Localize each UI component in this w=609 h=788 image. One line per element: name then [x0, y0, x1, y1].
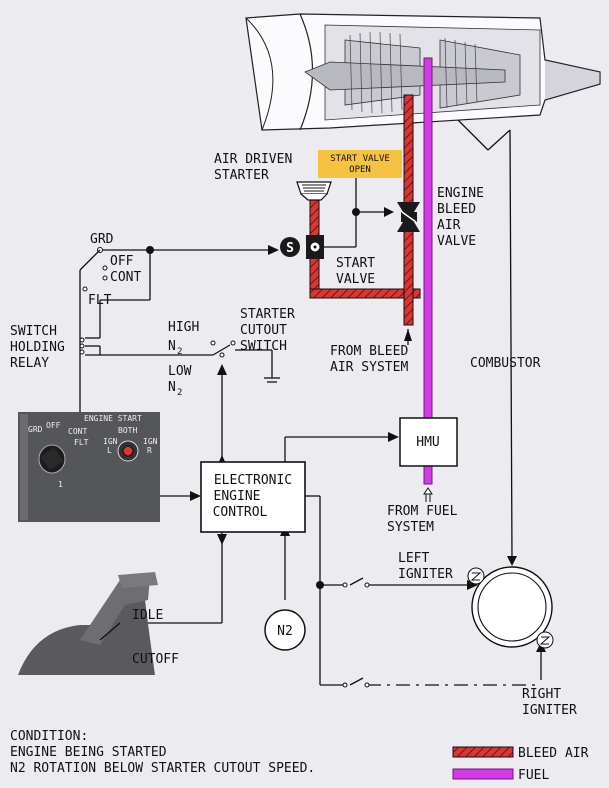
junction-dots [146, 208, 360, 589]
combustor-ring [471, 566, 553, 648]
label-start: START [336, 256, 375, 271]
label-air: AIR [437, 218, 461, 233]
label-eec-1: ELECTRONIC [214, 473, 292, 488]
arrow-hmu [388, 432, 399, 442]
fuel-in-arrow [423, 487, 433, 502]
panel-off: OFF [46, 421, 61, 430]
air-driven-starter [296, 181, 332, 201]
panel-both: BOTH [118, 426, 137, 435]
eec-box [200, 461, 306, 533]
start-valve [306, 235, 324, 259]
label-from-bleed-1: FROM BLEED [330, 344, 408, 359]
label-low-n-sub: 2 [177, 388, 182, 398]
left-igniter-plug [467, 567, 485, 585]
label-flt: FLT [88, 293, 112, 308]
label-start-valve: VALVE [336, 272, 375, 287]
label-from-fuel-2: SYSTEM [387, 520, 434, 535]
label-bleed: BLEED [437, 202, 476, 217]
ignition-switch-arm [79, 249, 101, 271]
label-left: LEFT [398, 551, 429, 566]
arrow-solenoid [268, 245, 279, 255]
label-low: LOW [168, 364, 192, 379]
hmu-box [399, 417, 458, 467]
legend-fuel-swatch [452, 768, 514, 780]
label-high-n: N [168, 339, 176, 354]
legend-bleed-swatch [452, 746, 514, 758]
legend-fuel-label: FUEL [518, 768, 549, 783]
combustor-arrow [507, 556, 517, 566]
engine-bleed-valve [397, 202, 420, 232]
label-high-n-sub: 2 [177, 347, 182, 357]
label-grd: GRD [90, 232, 114, 247]
label-right-igniter: IGNITER [522, 703, 577, 718]
arrow-lever-eec [217, 534, 227, 545]
label-eec-3: CONTROL [213, 505, 268, 520]
combustor-leaders [457, 119, 513, 561]
label-from-bleed-2: AIR SYSTEM [330, 360, 408, 375]
labels: AIR DRIVEN STARTER START VALVE OPEN ENGI… [10, 152, 577, 718]
label-starter: STARTER [214, 168, 269, 183]
label-eec-2: ENGINE [214, 489, 261, 504]
label-holding: HOLDING [10, 340, 65, 355]
condition-line-2: ENGINE BEING STARTED [10, 745, 167, 760]
switch-contacts [79, 247, 370, 688]
label-right: RIGHT [522, 687, 561, 702]
label-hmu: HMU [416, 435, 439, 450]
label-relay: RELAY [10, 356, 49, 371]
panel-knob-num: 1 [58, 480, 63, 489]
label-high: HIGH [168, 320, 199, 335]
condition-note: CONDITION: ENGINE BEING STARTED N2 ROTAT… [10, 729, 315, 776]
label-valve: VALVE [437, 234, 476, 249]
condition-line-1: CONDITION: [10, 729, 88, 744]
start-valve-open-indicator [318, 150, 402, 178]
panel-ign-r: IGN [143, 437, 158, 446]
arrow-bleed-valve [384, 207, 394, 217]
label-from-fuel-1: FROM FUEL [387, 504, 458, 519]
panel-ign-l: IGN [103, 437, 118, 446]
panel-grd: GRD [28, 425, 43, 434]
n2-sensor [264, 609, 306, 651]
panel-flt: FLT [74, 438, 89, 447]
label-cont: CONT [110, 270, 141, 285]
label-idle: IDLE [132, 608, 163, 623]
panel-l: L [107, 446, 112, 455]
label-combustor: COMBUSTOR [470, 356, 541, 371]
cutout-switch-arm [212, 344, 231, 356]
label-n2-sensor: N2 [277, 624, 293, 639]
thrust-lever [18, 572, 158, 675]
legend-bleed-label: BLEED AIR [518, 746, 589, 761]
right-igniter-plug [536, 631, 554, 649]
panel-labels: ENGINE START GRD OFF CONT FLT BOTH IGN L… [28, 414, 158, 489]
arrow-eec [190, 491, 201, 501]
engine-cutaway [245, 13, 601, 131]
legend [452, 746, 514, 780]
engine-start-panel [18, 412, 160, 522]
label-start-valve-open-2: OPEN [349, 165, 371, 175]
label-starter-cutout-3: SWITCH [240, 339, 287, 354]
arrow-cutout [217, 364, 227, 375]
solenoid-s-label: S [286, 241, 294, 256]
label-start-valve-open-1: START VALVE [330, 154, 390, 164]
label-off: OFF [110, 254, 134, 269]
label-starter-cutout-1: STARTER [240, 307, 295, 322]
panel-r: R [147, 446, 152, 455]
label-left-igniter: IGNITER [398, 567, 453, 582]
condition-line-3: N2 ROTATION BELOW STARTER CUTOUT SPEED. [10, 761, 315, 776]
label-switch: SWITCH [10, 324, 57, 339]
panel-engine-start: ENGINE START [84, 414, 142, 423]
start-valve-solenoid: S [280, 237, 300, 257]
label-cutoff: CUTOFF [132, 652, 179, 667]
label-low-n: N [168, 380, 176, 395]
label-starter-cutout-2: CUTOUT [240, 323, 287, 338]
panel-cont: CONT [68, 427, 87, 436]
label-air-driven: AIR DRIVEN [214, 152, 292, 167]
arrow-left-igniter [467, 580, 478, 590]
label-engine: ENGINE [437, 186, 484, 201]
